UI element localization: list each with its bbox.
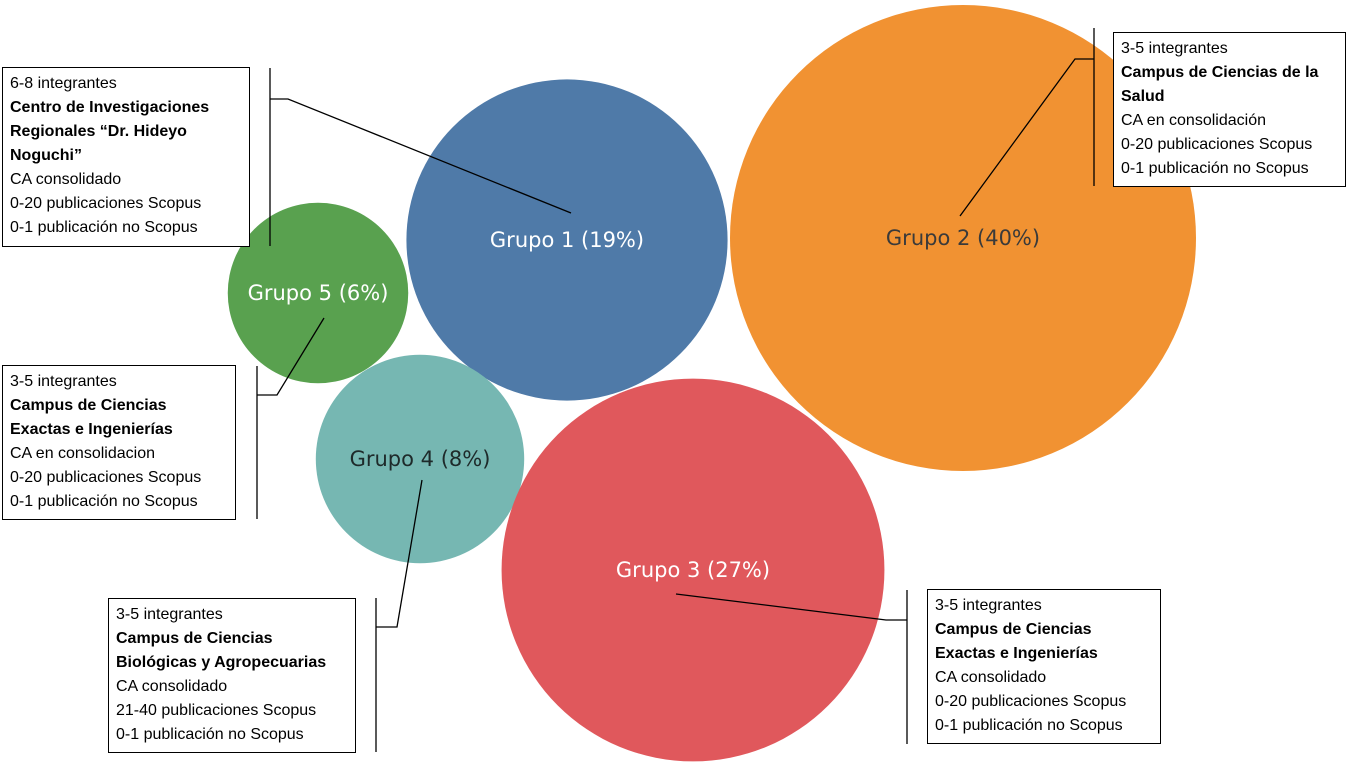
annotation-box-ciencias-salud: 3-5 integrantes Campus de Ciencias de la… <box>1113 32 1346 187</box>
leader-line-grupo-3-pointer <box>675 593 907 621</box>
leader-line-grupo-4-pointer <box>376 479 423 628</box>
annotation-status: CA consolidado <box>116 678 228 695</box>
bubble-label-grupo-2: Grupo 2 (40%) <box>886 226 1040 250</box>
annotation-campus: Centro de Investigaciones Regionales “Dr… <box>10 99 210 164</box>
annotation-size: 6-8 integrantes <box>10 75 117 92</box>
bubble-grupo-5: Grupo 5 (6%) <box>227 202 409 384</box>
bubble-grupo-1: Grupo 1 (19%) <box>406 79 728 401</box>
leader-line-grupo-2-pointer <box>959 58 1094 217</box>
annotation-campus: Campus de Ciencias de la Salud <box>1121 64 1319 105</box>
annotation-non-scopus: 0-1 publicación no Scopus <box>116 726 304 743</box>
bubble-circle-grupo-5 <box>227 202 409 384</box>
bubble-circle-grupo-2 <box>730 5 1196 471</box>
annotation-campus: Campus de Ciencias Exactas e Ingenierías <box>935 621 1098 662</box>
bubble-label-grupo-5: Grupo 5 (6%) <box>248 281 389 305</box>
annotation-status: CA en consolidacion <box>10 445 155 462</box>
annotation-campus: Campus de Ciencias Biológicas y Agropecu… <box>116 630 327 671</box>
annotation-box-exactas-en-consolidacion: 3-5 integrantes Campus de Ciencias Exact… <box>2 365 236 520</box>
annotation-non-scopus: 0-1 publicación no Scopus <box>10 219 198 236</box>
annotation-scopus: 0-20 publicaciones Scopus <box>10 469 202 486</box>
annotation-non-scopus: 0-1 publicación no Scopus <box>935 717 1123 734</box>
bubble-grupo-4: Grupo 4 (8%) <box>315 354 525 564</box>
leader-line-grupo-1-pointer <box>270 98 572 214</box>
annotation-scopus: 21-40 publicaciones Scopus <box>116 702 317 719</box>
bubble-label-grupo-4: Grupo 4 (8%) <box>350 447 491 471</box>
annotation-non-scopus: 0-1 publicación no Scopus <box>1121 160 1309 177</box>
bubble-circle-grupo-4 <box>315 354 525 564</box>
annotation-scopus: 0-20 publicaciones Scopus <box>10 195 202 212</box>
bubble-circle-grupo-1 <box>406 79 728 401</box>
annotation-status: CA consolidado <box>10 171 122 188</box>
annotation-scopus: 0-20 publicaciones Scopus <box>1121 136 1313 153</box>
bubble-circle-grupo-3 <box>501 378 885 762</box>
annotation-box-biologicas-agropecuarias: 3-5 integrantes Campus de Ciencias Bioló… <box>108 598 356 753</box>
leader-line-grupo-5-pointer <box>257 317 325 396</box>
annotation-size: 3-5 integrantes <box>116 606 223 623</box>
bubble-grupo-3: Grupo 3 (27%) <box>501 378 885 762</box>
annotation-size: 3-5 integrantes <box>1121 40 1228 57</box>
leader-lines <box>256 28 1095 752</box>
annotation-non-scopus: 0-1 publicación no Scopus <box>10 493 198 510</box>
annotation-size: 3-5 integrantes <box>10 373 117 390</box>
annotation-scopus: 0-20 publicaciones Scopus <box>935 693 1127 710</box>
annotation-size: 3-5 integrantes <box>935 597 1042 614</box>
bubble-grupo-2: Grupo 2 (40%) <box>730 5 1196 471</box>
annotation-box-exactas-consolidado: 3-5 integrantes Campus de Ciencias Exact… <box>927 589 1161 744</box>
bubble-label-grupo-1: Grupo 1 (19%) <box>490 228 644 252</box>
bubble-label-grupo-3: Grupo 3 (27%) <box>616 558 770 582</box>
annotation-status: CA consolidado <box>935 669 1047 686</box>
annotation-campus: Campus de Ciencias Exactas e Ingenierías <box>10 397 173 438</box>
annotation-status: CA en consolidación <box>1121 112 1266 129</box>
bubbles-layer: Grupo 2 (40%) Grupo 1 (19%) Grupo 5 (6%) Gr… <box>227 5 1196 762</box>
annotation-box-centro-investigaciones: 6-8 integrantes Centro de Investigacione… <box>2 67 250 247</box>
